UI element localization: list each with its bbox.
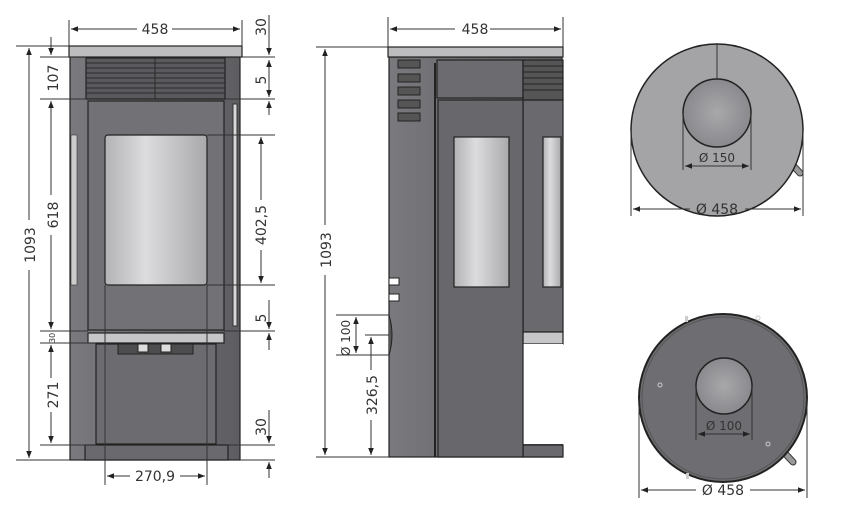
dim-grille: 107 [46,65,62,92]
dim-gap-lower: 5 [254,314,270,323]
dim-top-flue: Ø 150 [699,151,735,165]
dim-side-width: 458 [462,22,489,38]
dim-bottom-outer: Ø 458 [702,483,744,499]
dim-width: 458 [142,22,169,38]
dim-glass-height: 402,5 [254,205,270,245]
side-dimensions: 458 1093 Ø 100 326,5 [316,17,564,458]
front-view [68,45,243,461]
dim-top-outer: Ø 458 [696,202,738,218]
side-view [387,46,564,458]
dim-top-plate: 30 [254,18,270,36]
dim-base: 30 [254,418,270,436]
dim-side-height: 1093 [319,232,335,268]
dim-total-height: 1093 [23,227,39,263]
glass [104,134,208,286]
handle [232,103,238,327]
dim-bottom-air: Ø 100 [706,419,742,433]
dim-door: 618 [46,202,62,229]
dim-ash: 271 [46,382,62,409]
bottom-view: Ø 100 Ø 458 [638,313,808,499]
top-view: Ø 150 Ø 458 [630,43,804,218]
front-dimensions: 458 1093 107 618 30 271 30 5 402,5 5 30 … [16,15,275,485]
dim-glass-width: 270,9 [135,469,175,485]
dim-flue-diameter: Ø 100 [339,320,353,356]
dim-step: 30 [48,333,57,343]
dim-flue-height: 326,5 [365,375,381,415]
dim-gap-upper: 5 [254,76,270,85]
